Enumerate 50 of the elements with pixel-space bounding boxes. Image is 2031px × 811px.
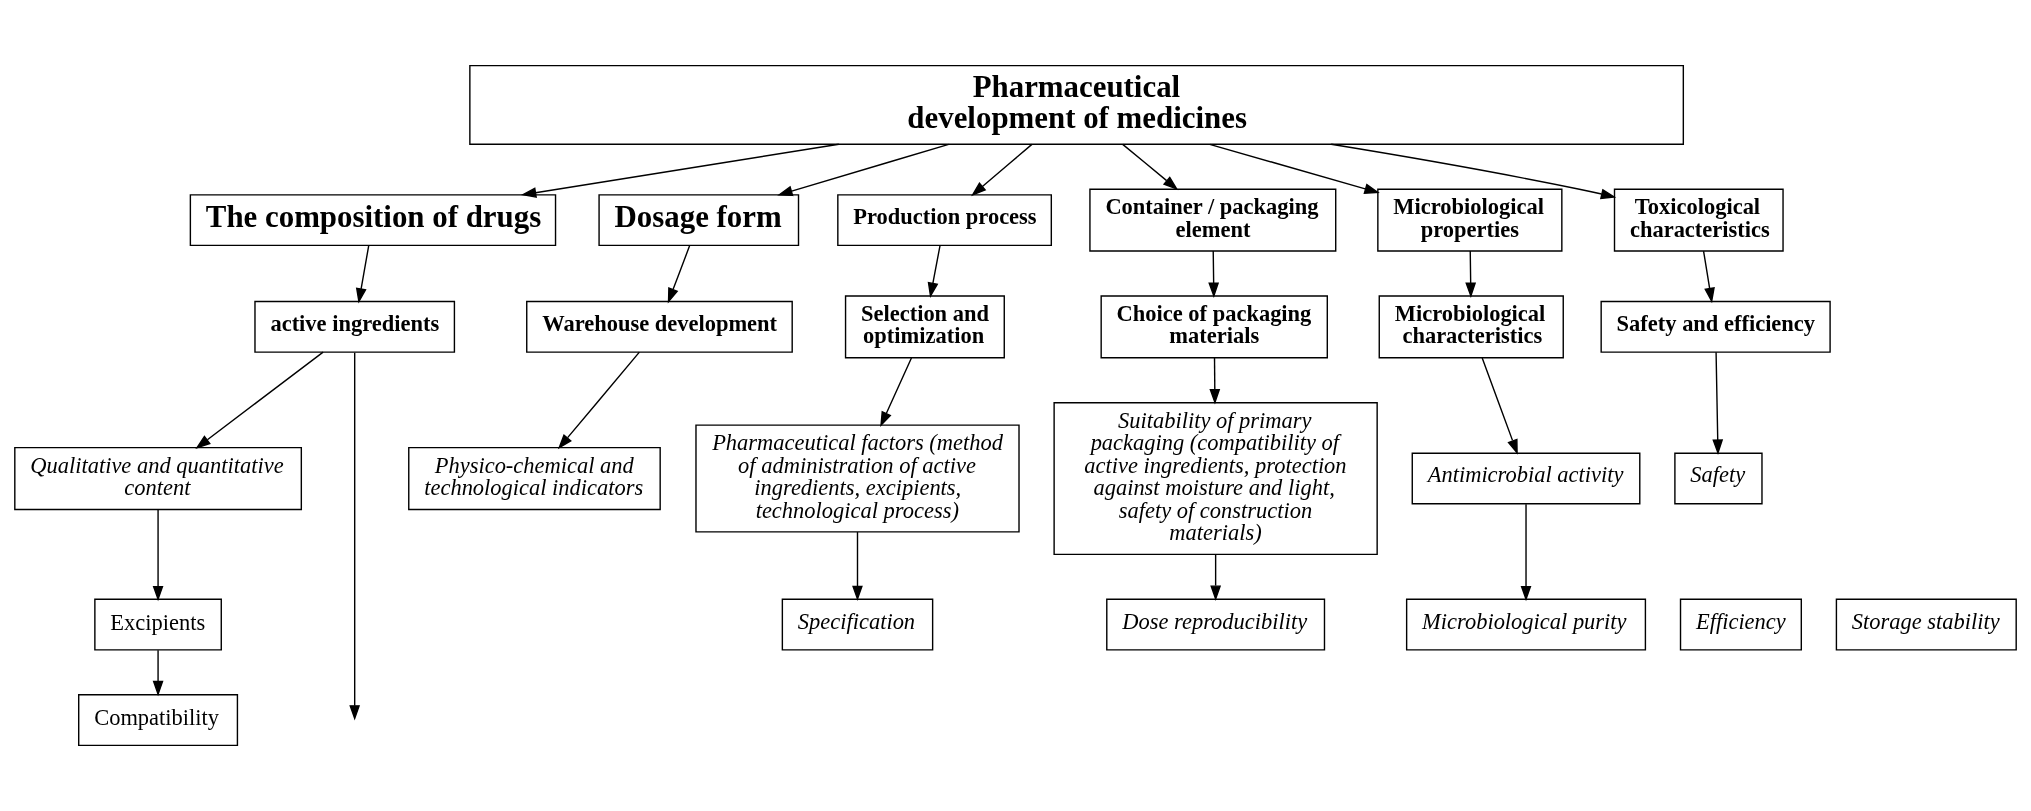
node-box: Specification [781,598,934,651]
node-box: Pharmaceutical factors (method of administration of active ingredients, excipients, technological process) [695,424,1020,533]
node-box: Microbiological properties [1377,188,1563,252]
node-box: Choice of packaging materials [1100,295,1328,359]
arrow [1210,553,1222,601]
node-box: Warehouse development [526,300,793,353]
arrow [880,357,913,428]
arrow [852,531,863,602]
arrow [1209,357,1221,405]
node-box: Pharmaceutical development of medicines [469,64,1685,145]
node-box: Physico-chemical and technological indicators [408,446,661,511]
node-box: Qualitative and quantitative content [14,446,303,511]
arrow [1330,143,1617,200]
node-box: Dosage form [598,194,800,247]
node-box: Storage stability [1835,598,2017,651]
node-box: Microbiological purity [1405,598,1647,651]
arrow [971,143,1033,197]
node-box: Efficiency [1679,598,1802,651]
arrow [152,508,164,602]
arrow [1481,357,1518,455]
arrow [667,244,691,304]
node-box: Container / packaging element [1089,188,1337,252]
node-box: active ingredients [254,300,456,353]
arrow [1520,503,1532,602]
arrow [1712,351,1724,455]
node-box: The composition of drugs [189,194,557,247]
node-box: Antimicrobial activity [1411,452,1641,505]
arrow [195,351,324,449]
arrow [927,244,941,298]
node-box: Safety and efficiency [1600,300,1831,353]
node-box: Production process [837,194,1052,247]
arrow [1702,250,1715,304]
node-box: Excipients [94,598,222,651]
arrow [1209,143,1380,194]
node-box: Microbiological characteristics [1378,295,1564,359]
node-box: Suitability of primary packaging (compatibility of active ingredients, protection against moisture and light, safety of construction materials) [1053,402,1378,556]
arrow [355,244,370,304]
arrow [1465,250,1477,298]
node-box: Compatibility [78,694,239,747]
arrow [557,351,641,450]
arrow [777,143,950,197]
node-box: Safety [1674,452,1763,505]
node-box: Dose reproducibility [1106,598,1326,651]
arrow [1122,143,1179,191]
arrow [1208,250,1220,298]
arrow [520,143,840,198]
arrow [152,649,164,697]
node-box: Selection and optimization [844,295,1005,359]
node-box: Toxicological characteristics [1613,188,1784,252]
arrow [349,352,361,721]
